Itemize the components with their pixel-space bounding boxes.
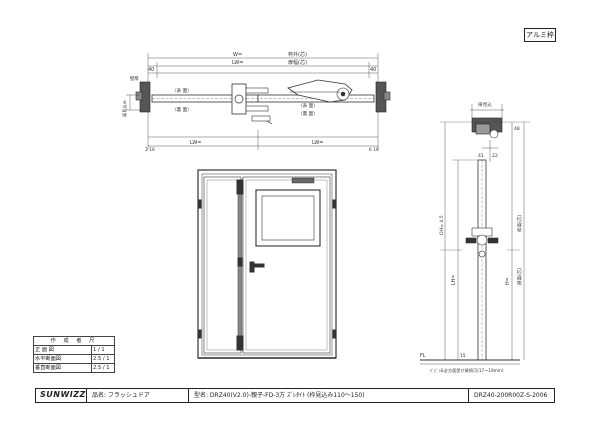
section-fl-label: FL [420,353,426,359]
plan-w-label: W= [233,52,242,58]
horizontal-section-view [126,53,391,150]
scale-row-label: 水平断面図 [33,354,92,364]
section-frame-height-label: 枠高(芯) [516,214,523,232]
plan-dim-left-small: 2 16 [145,147,155,153]
plan-lw-label: LW= [232,60,243,66]
section-fl-dim: 15 [460,353,466,359]
scale-row: 垂直断面図 2.5 / 1 [33,363,115,373]
plan-frame-width-label: 枠外(芯) [288,51,307,58]
plan-face-back-left: 〈裏 面〉 [172,106,192,113]
scale-row-value: 2.5 / 1 [91,363,115,373]
plan-lw-bottom-left: LW= [190,140,201,146]
plan-face-back-right: 〈裏 面〉 [298,110,318,117]
model-name: 型名: DRZ40(V2.0)-親子-FD-3方 ｽﾞﾚﾀｲﾄ (枠見込み110… [194,392,365,399]
company-logo: SUNWIZZ [40,390,86,399]
drawing-number: DRZ40-200R00Z-S-2006 [474,392,548,399]
front-elevation-view [197,169,337,359]
section-oh-label: OH= 4.5 [439,215,445,235]
plan-jamb-label: 壁厚 [130,75,139,82]
plan-dim-40-left: 40 [148,67,154,73]
plan-lw-bottom-right: LW= [312,140,323,146]
title-divider [188,389,189,402]
section-bottom-note: ﾊﾞﾋﾞﾝ&全方面受け接続可(17〜19mm) [430,367,504,374]
scale-table: 作 成 者 尺 正 面 図 1 / 1 水平断面図 2.5 / 1 垂直断面図 … [33,336,115,373]
plan-face-front-right: 〈表 面〉 [298,102,318,109]
plan-door-width-label: 扉幅(芯) [288,59,307,66]
scale-row-label: 垂直断面図 [33,363,92,373]
scale-row-value: 1 / 1 [91,345,115,355]
frame-type-badge: アルミ枠 [524,28,556,42]
plan-dim-40-right: 40 [370,67,376,73]
section-door-height-label: 扉高(芯) [516,267,523,285]
scale-table-header: 作 成 者 尺 [33,336,115,346]
section-dim-48: 48 [514,126,520,132]
title-block: SUNWIZZ 品名: フラッシュドア 型名: DRZ40(V2.0)-親子-F… [35,388,555,403]
vertical-section-view [420,104,530,365]
title-divider [86,389,87,402]
section-h-label: H= [505,277,511,285]
scale-row: 正 面 図 1 / 1 [33,345,115,355]
plan-face-front-left: 〈表 面〉 [172,87,192,94]
section-lh-label: LH= [451,275,457,285]
product-name: 品名: フラッシュドア [92,392,150,399]
section-dim-22: 22 [492,153,498,159]
scale-row-label: 正 面 図 [33,345,92,355]
plan-depth-label: 扉見込み [121,100,128,117]
section-dim-41: 41 [478,153,484,159]
plan-dim-right-small: 6 16 [369,147,379,153]
scale-row: 水平断面図 2.5 / 1 [33,354,115,364]
scale-row-value: 2.5 / 1 [91,354,115,364]
section-top-label: 扉見込 [478,101,492,108]
title-divider [468,389,469,402]
